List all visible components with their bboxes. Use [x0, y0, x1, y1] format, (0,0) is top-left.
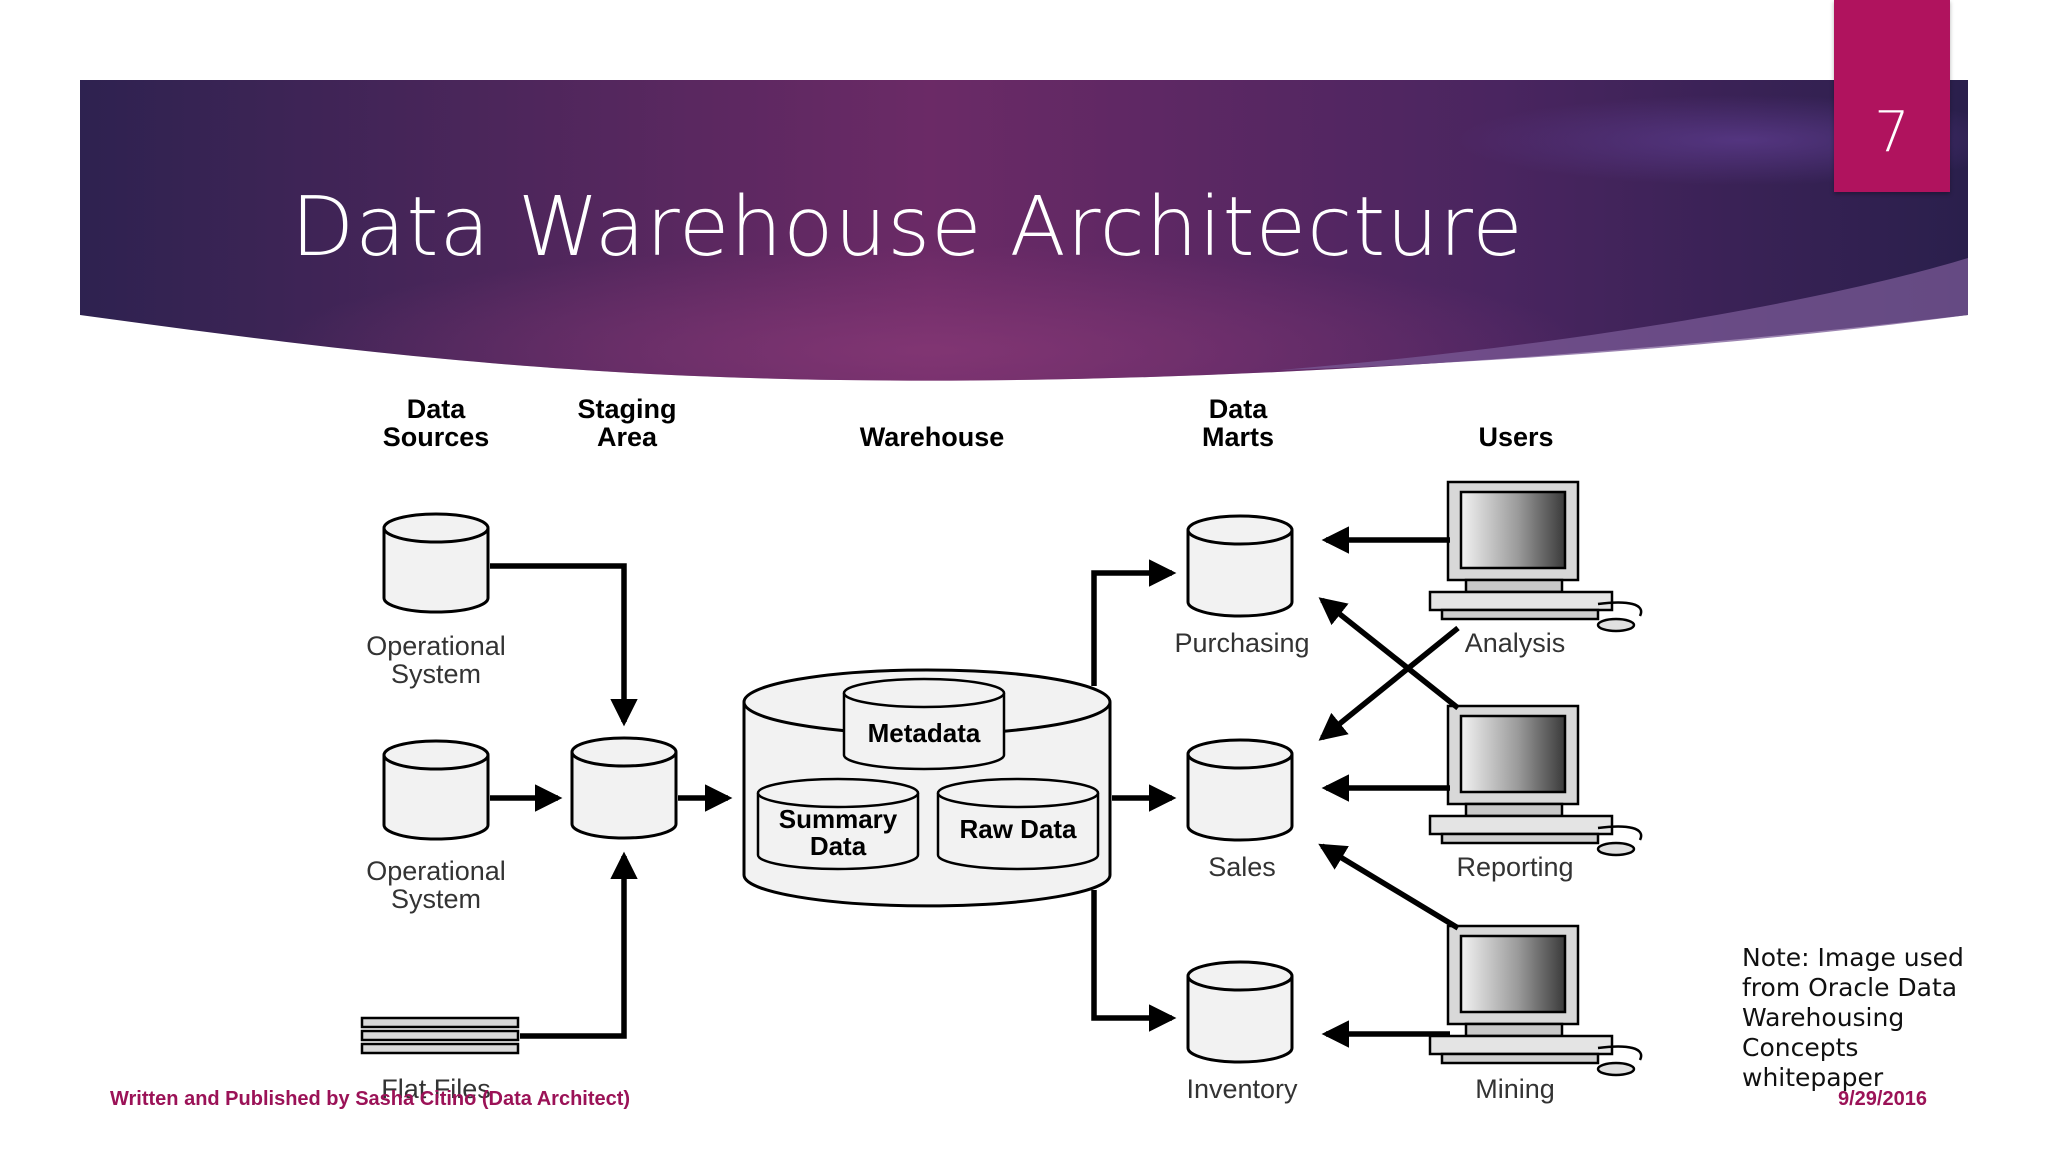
image-source-note: Note: Image used from Oracle Data Wareho… [1742, 943, 1964, 1092]
database-cylinder-icon [1186, 738, 1294, 842]
warehouse-metadata-label: Metadata [868, 718, 981, 748]
database-cylinder-icon [842, 677, 1006, 771]
arrow-flatfiles-to-staging [520, 851, 638, 1039]
user-label-analysis: Analysis [1465, 628, 1566, 658]
page-title: Data Warehouse Architecture [291, 180, 1524, 275]
arrow-mining-to-sales [1318, 843, 1460, 931]
column-header-data-sources: Data Sources [383, 394, 490, 452]
connector-arrows [490, 526, 1460, 1048]
slide-frame: Data Warehouse Architecture 7 [80, 0, 1968, 1152]
footer-author: Written and Published by Sasha Citino (D… [110, 1088, 631, 1110]
database-cylinder-icon [1186, 960, 1294, 1064]
database-cylinder-icon [382, 739, 490, 841]
label-line: System [391, 884, 481, 914]
source-label-operational-1: Operational System [366, 631, 506, 689]
arrow-reporting-to-purchasing [1318, 597, 1460, 711]
label-line: Data [810, 831, 867, 861]
mart-label-sales: Sales [1208, 852, 1276, 882]
warehouse-raw-data-label: Raw Data [959, 814, 1077, 844]
arrow-warehouse-to-purchasing [1091, 559, 1177, 686]
column-header-warehouse: Warehouse [860, 422, 1005, 452]
database-cylinder-icon [1186, 514, 1294, 618]
flat-files-icon [360, 1016, 520, 1055]
database-cylinder-icon [382, 512, 490, 614]
database-cylinder-icon [936, 777, 1100, 871]
computer-workstation-icon [1428, 480, 1643, 633]
label-line: Operational [366, 631, 506, 661]
column-header-staging-area: Staging Area [578, 394, 677, 452]
database-cylinder-icon [570, 736, 678, 840]
computer-workstation-icon [1428, 924, 1643, 1077]
column-header-users: Users [1478, 422, 1553, 452]
user-label-mining: Mining [1475, 1074, 1555, 1104]
arrow-analysis-to-sales [1318, 625, 1460, 741]
warehouse-summary-data-label: Summary Data [779, 804, 898, 861]
source-label-flat-files: Flat Files [381, 1074, 491, 1104]
header-line: Sources [383, 422, 490, 452]
label-line: Summary [779, 804, 898, 834]
slide-number-tab: 7 [1834, 0, 1950, 192]
user-label-reporting: Reporting [1456, 852, 1573, 882]
header-line: Area [597, 422, 658, 452]
arrow-warehouse-to-inventory [1091, 890, 1177, 1032]
column-header-data-marts: Data Marts [1202, 394, 1274, 452]
slide-number: 7 [1874, 100, 1910, 165]
header-line: Marts [1202, 422, 1274, 452]
computer-workstation-icon [1428, 704, 1643, 857]
header-line: Data [407, 394, 467, 424]
title-banner [80, 80, 1968, 381]
mart-label-inventory: Inventory [1186, 1074, 1298, 1104]
header-line: Data [1209, 394, 1269, 424]
arrow-source1-to-staging [490, 563, 638, 727]
header-line: Staging [578, 394, 677, 424]
footer-date: 9/29/2016 [1838, 1088, 1927, 1110]
database-cylinder-icon [756, 777, 920, 871]
label-line: Operational [366, 856, 506, 886]
mart-label-purchasing: Purchasing [1174, 628, 1309, 658]
source-label-operational-2: Operational System [366, 856, 506, 914]
label-line: System [391, 659, 481, 689]
